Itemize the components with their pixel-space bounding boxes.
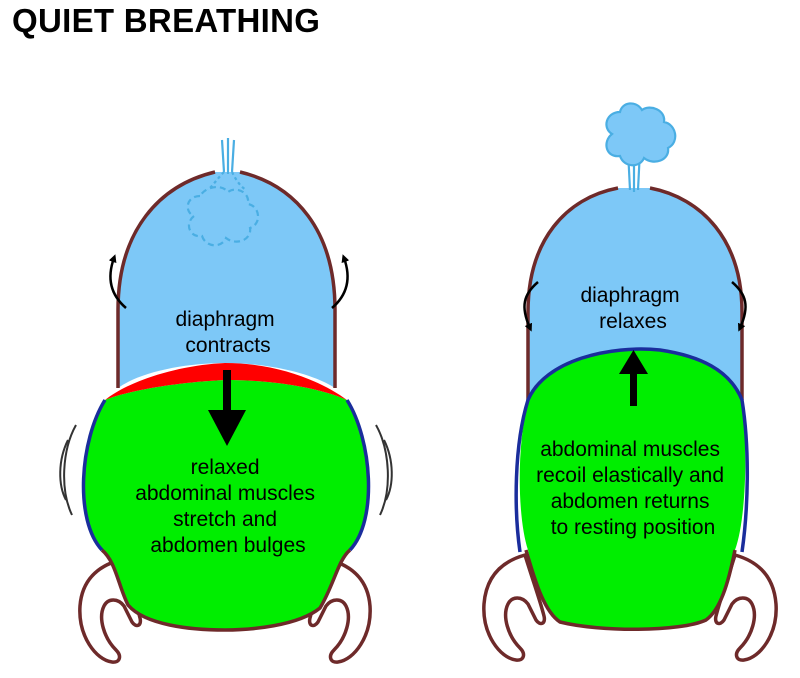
left-lung: [118, 172, 335, 388]
right-rib-arrow-right: [731, 281, 747, 332]
diaphragm-up-arrow: [619, 350, 648, 406]
left-rib-arrow-right: [331, 254, 350, 309]
left-diaphragm-label: diaphragm contracts: [175, 308, 280, 357]
right-legs: [482, 553, 778, 662]
left-diaphragm: [105, 363, 347, 400]
bulge-motion-lines: [59, 424, 393, 516]
right-panel: diaphragm relaxes abdominal muscles reco…: [482, 102, 778, 662]
right-lung: [528, 188, 742, 400]
right-rib-arrow-left: [523, 281, 539, 332]
right-abdomen: [519, 349, 746, 630]
left-abdomen: [83, 380, 369, 630]
right-diaphragm-label: diaphragm relaxes: [580, 284, 685, 333]
right-abdomen-label: abdominal muscles recoil elastically and…: [536, 438, 730, 539]
left-panel: diaphragm contracts relaxed abdominal mu…: [59, 138, 393, 664]
left-abdomen-label: relaxed abdominal muscles stretch and ab…: [135, 456, 321, 557]
air-exhale-icon: [605, 102, 677, 192]
page-title: QUIET BREATHING: [12, 2, 321, 39]
air-inhale-icon: [186, 138, 260, 247]
left-rib-arrow-left: [108, 254, 127, 309]
diaphragm-down-arrow: [208, 370, 246, 446]
